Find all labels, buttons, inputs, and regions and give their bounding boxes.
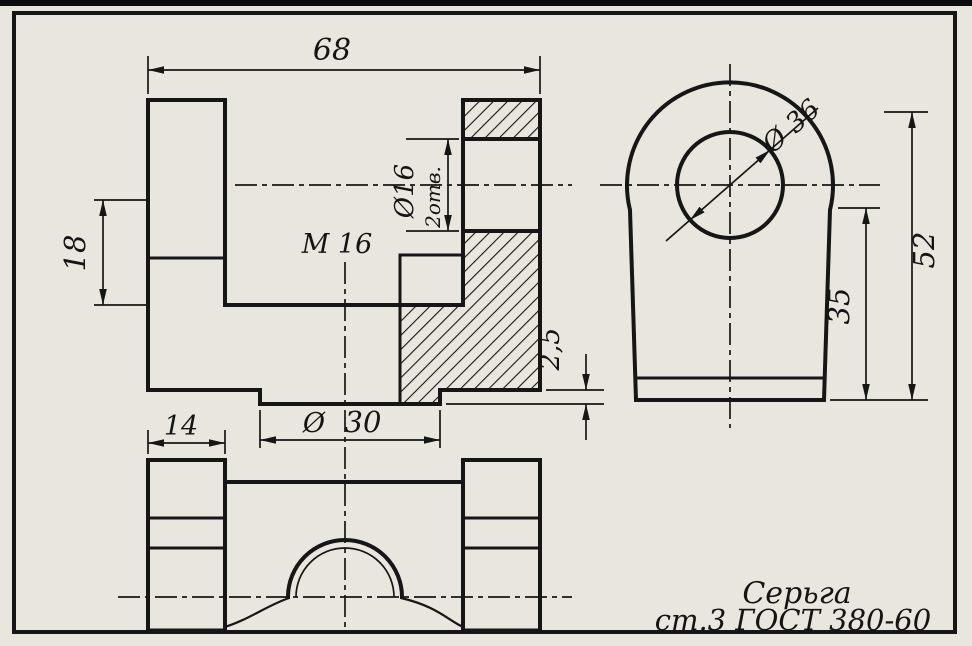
dim-base-to-shoulder: 35 <box>822 207 880 400</box>
leader-extension <box>769 107 819 151</box>
material-spec-text: ст.3 ГОСТ 380-60 <box>655 603 931 637</box>
dim-overall-height: 52 <box>830 111 941 401</box>
side-view <box>600 64 880 428</box>
dim-arm-width: 14 <box>147 411 226 454</box>
leader-tail <box>665 219 691 242</box>
dim-text-base-step: 2,5 <box>535 328 566 372</box>
dim-text-hole-count: 2отв. <box>421 166 445 229</box>
border-frame <box>12 11 957 634</box>
dim-overall-width: 68 <box>147 33 541 94</box>
dim-hole-diameter: Ø16 2отв. <box>390 138 459 232</box>
front-view <box>146 98 572 634</box>
break-line-left <box>224 596 290 629</box>
hatch-area-top <box>463 100 540 139</box>
dim-text-overall-width: 68 <box>313 33 351 68</box>
dim-text-arm-step: 18 <box>58 235 92 272</box>
dim-text-boss-dia-value: 30 <box>345 405 382 439</box>
dim-boss-diameter: Ø 30 <box>259 405 441 448</box>
bottom-view <box>118 458 572 632</box>
title-block: Серьга ст.3 ГОСТ 380-60 <box>655 576 931 637</box>
dim-text-boss-dia-symbol: Ø <box>302 408 326 439</box>
dim-base-step: 2,5 <box>446 328 604 440</box>
dim-head-hole-diameter: Ø 36 <box>665 94 826 242</box>
part-name-text: Серьга <box>742 576 851 611</box>
thread-arc-outer <box>285 538 405 600</box>
side-outline <box>625 80 835 402</box>
thread-arc-inner <box>295 547 395 598</box>
dim-text-overall-height: 52 <box>907 232 941 269</box>
dim-text-arm-width: 14 <box>164 411 198 442</box>
hatch-area-body <box>400 231 540 404</box>
dim-text-base-to-shoulder: 35 <box>822 288 856 325</box>
dim-thread-callout: М 16 <box>301 229 373 260</box>
dimension-line <box>689 149 771 221</box>
dim-arm-step: 18 <box>58 199 146 306</box>
break-line-right <box>400 596 464 628</box>
dim-text-hole-dia: Ø16 <box>390 164 420 219</box>
dim-text-thread: М 16 <box>301 229 373 260</box>
